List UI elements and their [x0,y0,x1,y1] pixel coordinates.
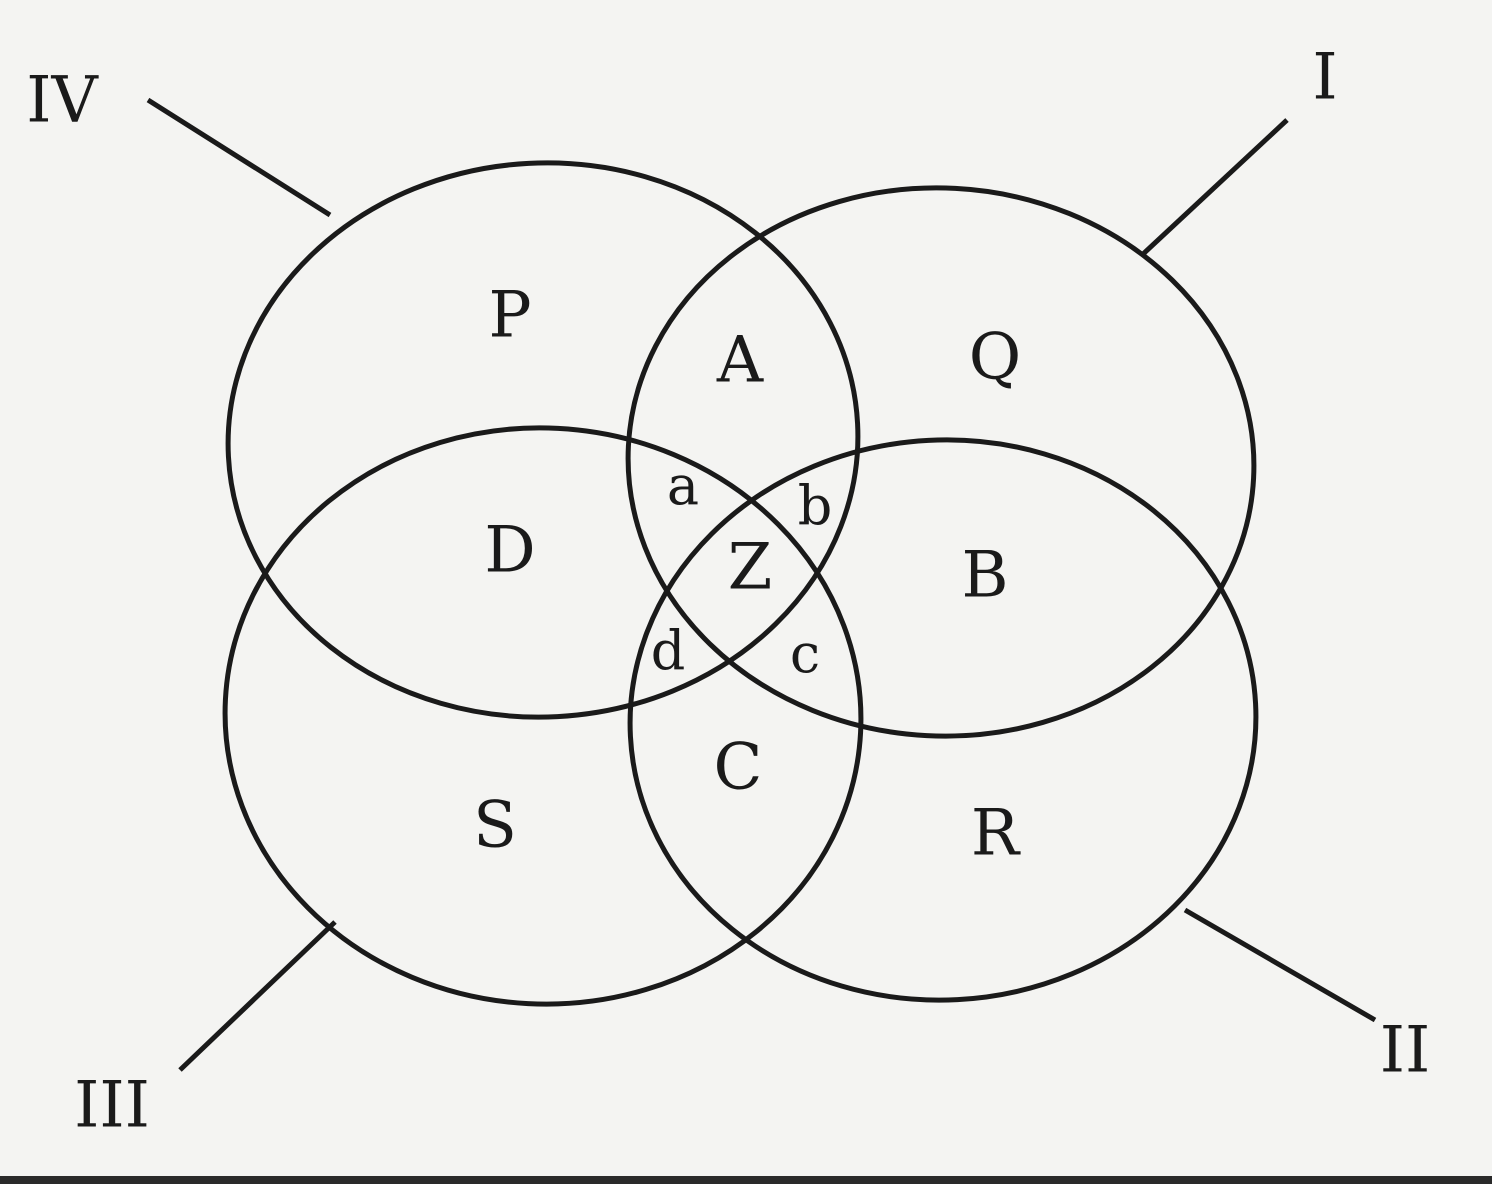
region-b: B [961,539,1008,613]
region-r: R [971,797,1021,871]
set-label-iv: IV [26,64,99,138]
set-label-iii: III [74,1069,150,1143]
bottom-edge [0,1176,1492,1184]
set-label-i: I [1312,41,1337,115]
set-ii-ellipse [627,437,1259,1003]
set-label-ii: II [1380,1014,1431,1088]
region-b-small: b [798,474,833,537]
pointer-ii [1183,907,1377,1023]
pointer-iii [178,920,337,1072]
region-a: A [716,324,764,398]
region-s: S [473,789,517,863]
region-c-small: c [790,622,820,685]
pointer-iv [146,97,332,218]
region-d-small: d [651,619,686,682]
region-a-small: a [667,454,699,517]
region-p: P [488,279,531,353]
region-c: C [714,731,763,805]
set-i-ellipse [625,185,1257,739]
region-q: Q [969,321,1021,395]
region-d: D [484,514,535,588]
set-iv-ellipse [225,160,861,720]
region-z: Z [728,531,772,605]
pointer-i [1140,118,1289,257]
set-iii-ellipse [222,425,864,1007]
